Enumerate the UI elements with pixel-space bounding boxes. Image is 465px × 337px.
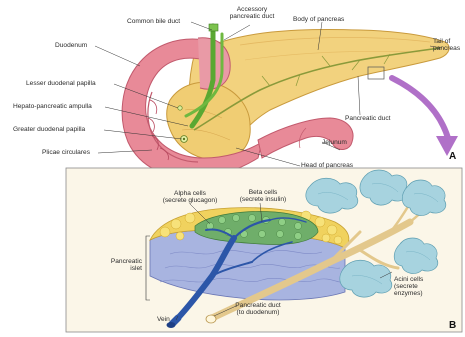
label-alpha-cells-line2: (secrete glucagon) — [162, 197, 218, 204]
zoom-arrow — [392, 78, 448, 138]
label-vein: Vein — [157, 316, 170, 323]
label-acini-cells-line3: enzymes) — [394, 290, 423, 297]
label-hepato-pancreatic-ampulla: Hepato-pancreatic ampulla — [13, 103, 92, 110]
label-pancreatic-islet-line2: islet — [98, 265, 142, 272]
jejunum — [258, 118, 353, 158]
panel-letter-b: B — [449, 320, 456, 331]
label-pancreatic-duct-b-line2: (to duodenum) — [228, 309, 288, 316]
label-duodenum: Duodenum — [55, 42, 87, 49]
panel-letter-a: A — [449, 151, 456, 162]
label-accessory-duct-line2: pancreatic duct — [229, 13, 275, 20]
label-pancreatic-duct: Pancreatic duct — [345, 115, 390, 122]
label-greater-duodenal-papilla: Greater duodenal papilla — [13, 126, 85, 133]
label-head-of-pancreas: Head of pancreas — [301, 162, 353, 169]
label-lesser-duodenal-papilla: Lesser duodenal papilla — [26, 80, 96, 87]
label-body-of-pancreas: Body of pancreas — [293, 16, 344, 23]
label-tail-line2: pancreas — [433, 45, 460, 52]
label-common-bile-duct: Common bile duct — [127, 18, 180, 25]
label-beta-cells-line2: (secrete insulin) — [236, 196, 290, 203]
label-jejunum: Jejunum — [322, 139, 347, 146]
label-plicae-circulares: Plicae circulares — [42, 149, 90, 156]
